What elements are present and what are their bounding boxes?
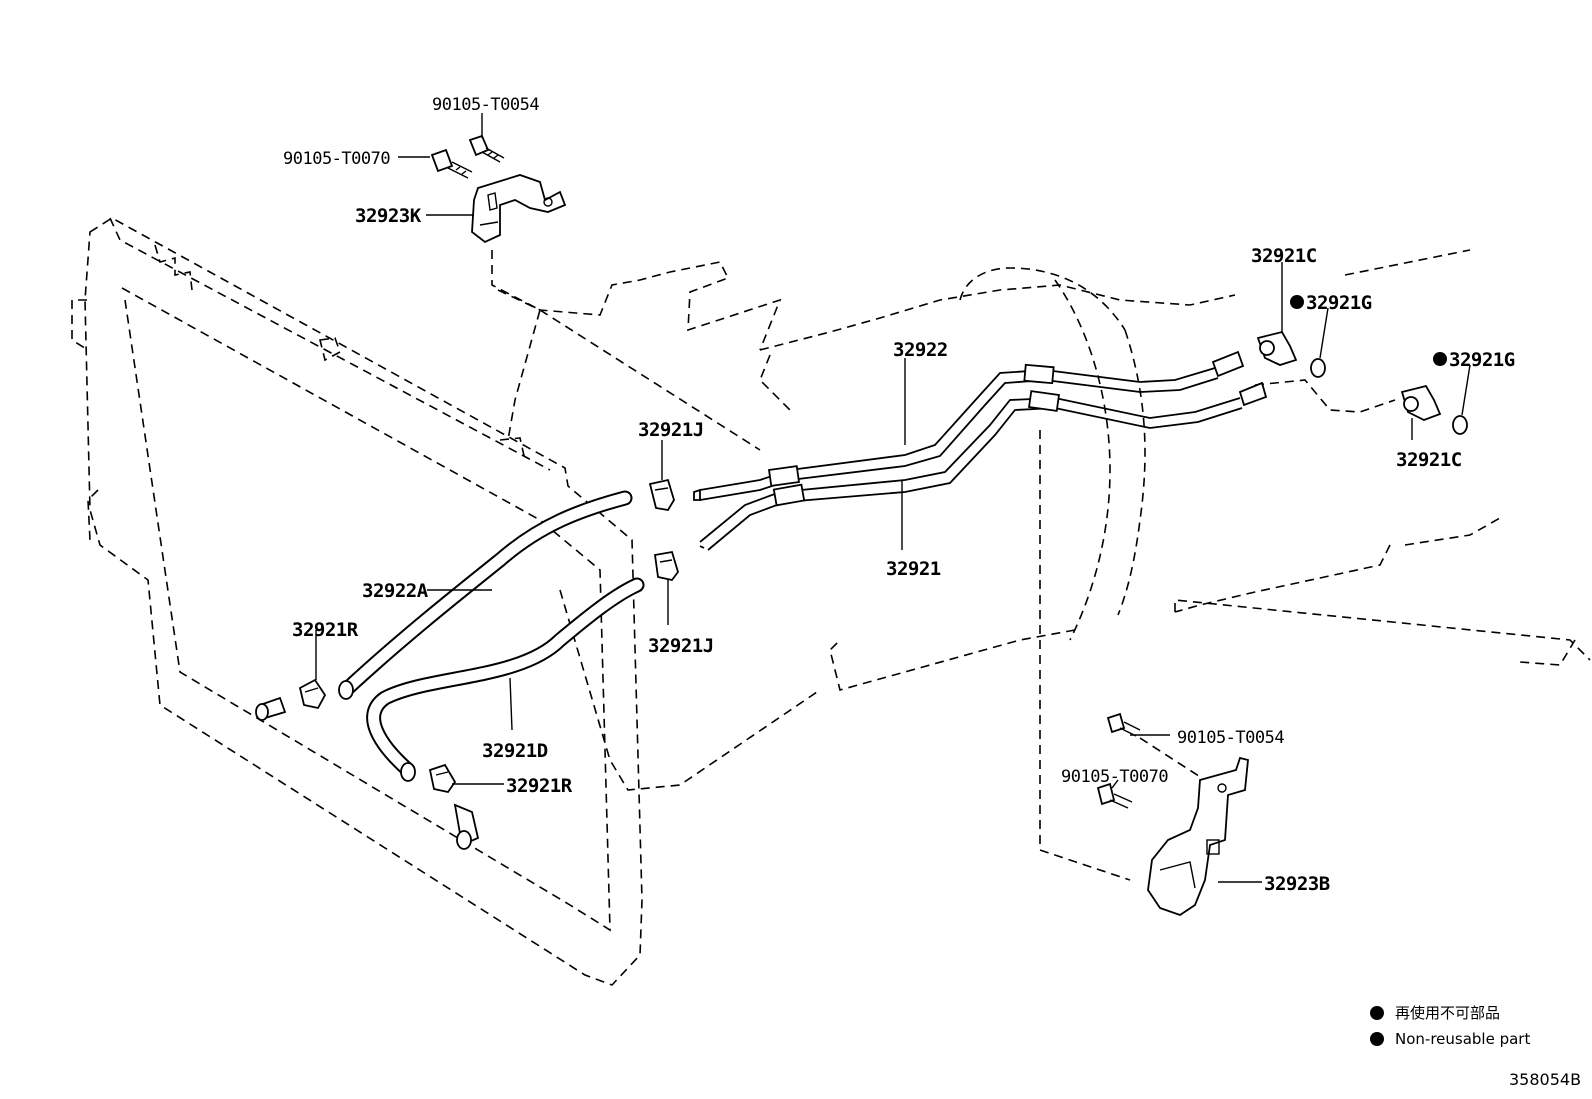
radiator-outline (71, 217, 643, 986)
non-reusable-dot-lower (1433, 352, 1447, 366)
label-bolt-top-b: 90105-T0070 (283, 149, 390, 169)
label-bolt-top-a: 90105-T0054 (432, 95, 539, 115)
label-clamp-r-upper: 32921R (292, 619, 359, 641)
clamp-32921J-upper (648, 478, 675, 511)
label-clamp-j-upper: 32921J (638, 419, 704, 441)
transmission-outline (497, 249, 1591, 791)
clamp-32921J-lower (653, 550, 679, 582)
legend: 再使用不可部品 Non-reusable part (1370, 1004, 1530, 1048)
radiator-pipe-fittings (255, 696, 480, 850)
label-union-upper: 32921C (1251, 245, 1317, 267)
label-bracket-bottom: 32923B (1264, 873, 1330, 895)
label-hose-lower: 32921D (482, 740, 548, 762)
cooler-tubes (693, 350, 1268, 551)
legend-text-jp: 再使用不可部品 (1395, 1004, 1500, 1022)
label-tube-lower: 32921 (886, 558, 941, 580)
clamp-32921R-upper (298, 678, 327, 710)
reference-dashed-lines (491, 250, 1396, 881)
label-clamp-r-lower: 32921R (506, 775, 573, 797)
bracket-32923K (471, 174, 567, 244)
union-fitting-upper (1256, 330, 1298, 366)
label-gasket-upper: 32921G (1306, 292, 1372, 314)
bolt-top-a (468, 134, 505, 163)
bolt-bottom-a (1106, 712, 1141, 737)
rubber-hoses (338, 490, 645, 782)
union-fitting-lower (1400, 384, 1442, 421)
non-reusable-dot-upper (1290, 295, 1304, 309)
legend-dot-jp (1370, 1006, 1384, 1020)
bracket-32923B (1147, 756, 1249, 916)
label-hose-upper: 32922A (362, 580, 429, 602)
label-bracket-top: 32923K (355, 205, 422, 227)
label-gasket-lower: 32921G (1449, 349, 1515, 371)
label-tube-upper: 32922 (893, 339, 948, 361)
gasket-upper (1310, 358, 1326, 378)
leader-lines (315, 113, 1471, 883)
clamp-32921R-lower (428, 763, 457, 794)
bolt-bottom-b (1096, 782, 1133, 809)
label-bolt-bottom-b: 90105-T0070 (1061, 767, 1168, 787)
label-bolt-bottom-a: 90105-T0054 (1177, 728, 1284, 748)
gasket-lower (1452, 415, 1468, 435)
legend-dot-en (1370, 1032, 1384, 1046)
label-clamp-j-lower: 32921J (648, 635, 714, 657)
part-labels: 90105-T0054 90105-T0070 32923K 32921C 32… (283, 95, 1515, 895)
legend-text-en: Non-reusable part (1395, 1030, 1530, 1048)
diagram-code: 358054B (1509, 1070, 1581, 1089)
bolt-top-b (430, 148, 473, 179)
label-union-lower: 32921C (1396, 449, 1462, 471)
